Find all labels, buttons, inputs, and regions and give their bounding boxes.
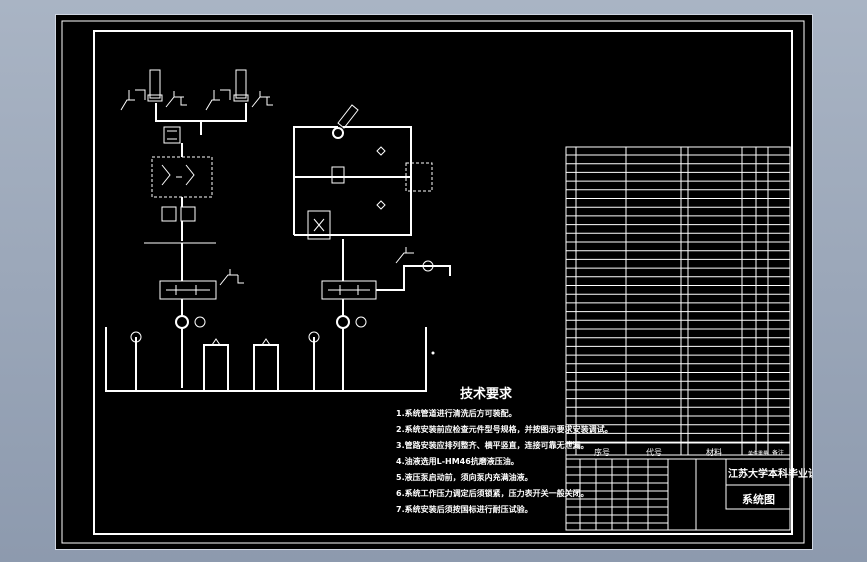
header-remark: 备注 xyxy=(772,449,784,457)
tech-requirements: 技术要求 1.系统管道进行清洗后方可装配。 2.系统安装前应检查元件型号规格，并… xyxy=(396,386,613,514)
tech-req-item-5: 5.液压泵启动前，须向泵内充满油液。 xyxy=(396,472,533,482)
parts-list-frame xyxy=(565,146,791,456)
right-relief-symbol xyxy=(395,247,414,264)
right-pressure-branch xyxy=(376,265,451,291)
right-motor xyxy=(355,316,367,328)
accumulator-symbol-2 xyxy=(235,69,247,99)
gauge-symbol xyxy=(332,127,344,139)
branch-3-arrow xyxy=(261,338,271,346)
right-circuit xyxy=(293,104,451,391)
tech-req-item-3: 3.管路安装应排列整齐、横平竖直，连接可靠无泄漏。 xyxy=(396,440,589,450)
upper-manifold-line xyxy=(155,103,247,135)
tech-req-item-4: 4.油液选用L-HM46抗磨液压油。 xyxy=(396,456,519,466)
tech-req-heading: 技术要求 xyxy=(460,386,513,402)
branch-1-head xyxy=(130,331,142,343)
relief-valve-symbol xyxy=(120,89,146,111)
tank-outline xyxy=(105,327,427,392)
drawing-canvas: 技术要求 1.系统管道进行清洗后方可装配。 2.系统安装前应检查元件型号规格，并… xyxy=(61,20,812,544)
branch-2 xyxy=(203,344,229,391)
accumulator-base-2 xyxy=(233,94,249,102)
pump-symbol xyxy=(175,315,189,329)
drawing-name: 系统图 xyxy=(742,492,775,506)
header-no: 序号 xyxy=(594,447,610,457)
header-code: 代号 xyxy=(646,447,662,457)
tech-req-item-6: 6.系统工作压力调定后须锁紧，压力表开关一般关闭。 xyxy=(396,488,589,498)
header-unit-weight: 单件重量 xyxy=(748,450,768,457)
solenoid-valve-symbol xyxy=(337,104,359,129)
filter-symbol xyxy=(163,126,181,144)
parts-list-rows xyxy=(566,154,790,443)
tank xyxy=(105,327,435,392)
right-mid-valve xyxy=(307,210,331,240)
left-circuit xyxy=(120,69,273,388)
valve-x-symbol xyxy=(313,218,325,232)
tech-req-item-2: 2.系统安装前应检查元件型号规格，并按图示要求安装调试。 xyxy=(396,424,613,434)
school-name: 江苏大学本科毕业设计 xyxy=(728,467,812,480)
motor-symbol xyxy=(194,316,206,328)
header-material: 材料 xyxy=(706,447,722,457)
tech-req-item-7: 7.系统安装后须按国标进行耐压试验。 xyxy=(396,504,533,514)
right-lower-internals xyxy=(328,285,370,295)
pressure-valve-symbol xyxy=(219,269,244,286)
dashed-accessory xyxy=(405,162,433,192)
directional-valve-b xyxy=(180,206,196,222)
cad-viewport[interactable]: 技术要求 1.系统管道进行清洗后方可装配。 2.系统安装前应检查元件型号规格，并… xyxy=(55,14,813,550)
valve-internals xyxy=(161,164,195,186)
drawing-name-cell xyxy=(725,484,791,510)
parts-list xyxy=(565,146,791,456)
accumulator-base xyxy=(147,94,163,102)
right-pump xyxy=(336,315,350,329)
title-block: 序号 代号 材料 单件重量 备注 江苏大学本科毕业设计 系统图 xyxy=(565,442,812,531)
lower-valve-block xyxy=(159,280,217,300)
check-valve-r2 xyxy=(376,200,386,210)
branch-2-arrow xyxy=(211,338,221,346)
mark-dot xyxy=(431,351,435,355)
outer-frame xyxy=(61,20,805,544)
inner-frame xyxy=(93,30,793,535)
filter-element xyxy=(167,130,177,140)
check-valve-r1 xyxy=(376,146,386,156)
branch-3 xyxy=(253,344,279,391)
throttle-valve xyxy=(331,166,345,184)
tech-req-item-1: 1.系统管道进行清洗后方可装配。 xyxy=(396,408,517,418)
accumulator-symbol xyxy=(149,69,161,99)
check-valve-symbol xyxy=(165,91,187,108)
right-gauge xyxy=(422,260,434,272)
relief-valve-symbol-2 xyxy=(205,89,231,111)
directional-valve-a xyxy=(161,206,177,222)
title-block-grid xyxy=(566,459,697,530)
tech-req-list: 1.系统管道进行清洗后方可装配。 2.系统安装前应检查元件型号规格，并按图示要求… xyxy=(396,408,613,514)
lower-valve-internals xyxy=(166,285,210,295)
check-valve-symbol-2 xyxy=(251,91,273,108)
right-loop-line xyxy=(293,126,412,236)
branch-4-head xyxy=(308,331,320,343)
